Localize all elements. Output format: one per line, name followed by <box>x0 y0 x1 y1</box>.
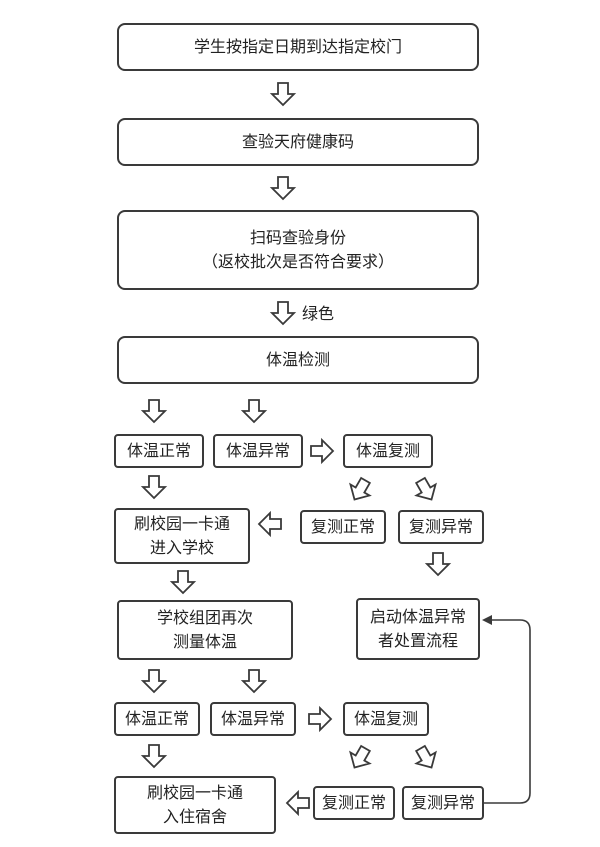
card-enter-dorm: 刷校园一卡通 入住宿舍 <box>114 776 276 834</box>
arrow-left-card-1 <box>258 512 282 536</box>
green-label: 绿色 <box>302 304 335 323</box>
step-scan-identity-line2: （返校批次是否符合要求） <box>201 252 394 271</box>
arrow-down-normal-1 <box>142 399 166 423</box>
step-arrive-gate: 学生按指定日期到达指定校门 <box>117 23 479 71</box>
temp-abnormal-1: 体温异常 <box>213 434 303 468</box>
arrow-down-group <box>171 570 195 594</box>
retest-normal-1: 复测正常 <box>300 510 386 544</box>
arrow-diag-retest-normal-1 <box>344 474 376 506</box>
feedback-connector <box>482 615 531 804</box>
card-enter-dorm-line2: 入住宿舍 <box>162 807 227 826</box>
group-retest: 学校组团再次 测量体温 <box>117 600 293 660</box>
arrow-down-card-1 <box>142 475 166 499</box>
arrow-diag-retest-abnormal-1 <box>410 474 442 506</box>
retest-normal-1-label: 复测正常 <box>310 517 375 536</box>
arrow-diag-retest-normal-2 <box>344 742 376 774</box>
arrow-down-normal-2 <box>142 669 166 693</box>
arrow-down-start-process <box>426 552 450 576</box>
step-temp-check: 体温检测 <box>117 336 479 384</box>
card-enter-school-line2: 进入学校 <box>149 538 214 557</box>
step-health-code-label: 查验天府健康码 <box>241 132 354 151</box>
temp-abnormal-2: 体温异常 <box>210 702 296 736</box>
start-abnormal-process-line1: 启动体温异常 <box>369 607 466 626</box>
step-health-code: 查验天府健康码 <box>117 118 479 166</box>
arrow-right-retest-1 <box>310 439 334 463</box>
arrow-down-2 <box>271 176 295 200</box>
start-abnormal-process-line2: 者处置流程 <box>377 631 458 650</box>
arrow-diag-retest-abnormal-2 <box>410 742 442 774</box>
step-temp-check-label: 体温检测 <box>265 350 330 369</box>
arrow-right-retest-2 <box>308 707 332 731</box>
arrow-down-abnormal-1 <box>242 399 266 423</box>
retest-2: 体温复测 <box>343 702 429 736</box>
temp-abnormal-2-label: 体温异常 <box>220 709 285 728</box>
group-retest-line1: 学校组团再次 <box>156 608 253 627</box>
arrow-down-1 <box>271 82 295 106</box>
arrow-down-card-2 <box>142 744 166 768</box>
retest-abnormal-1: 复测异常 <box>398 510 484 544</box>
retest-2-label: 体温复测 <box>353 709 418 728</box>
temp-normal-2: 体温正常 <box>114 702 200 736</box>
arrow-left-card-2 <box>286 791 310 815</box>
card-enter-dorm-line1: 刷校园一卡通 <box>146 783 243 802</box>
card-enter-school: 刷校园一卡通 进入学校 <box>114 508 250 564</box>
temp-abnormal-1-label: 体温异常 <box>225 441 290 460</box>
step-scan-identity-line1: 扫码查验身份 <box>249 228 346 247</box>
temp-normal-2-label: 体温正常 <box>124 709 189 728</box>
group-retest-line2: 测量体温 <box>172 632 237 651</box>
retest-normal-2: 复测正常 <box>313 786 395 820</box>
arrow-down-green <box>271 301 295 325</box>
arrow-down-abnormal-2 <box>242 669 266 693</box>
retest-abnormal-2: 复测异常 <box>402 786 484 820</box>
temp-normal-1-label: 体温正常 <box>126 441 191 460</box>
retest-abnormal-2-label: 复测异常 <box>410 793 475 812</box>
retest-normal-2-label: 复测正常 <box>321 793 386 812</box>
start-abnormal-process: 启动体温异常 者处置流程 <box>356 598 480 660</box>
step-scan-identity: 扫码查验身份 （返校批次是否符合要求） <box>117 210 479 290</box>
retest-1-label: 体温复测 <box>355 441 420 460</box>
step-arrive-gate-label: 学生按指定日期到达指定校门 <box>193 37 402 56</box>
retest-1: 体温复测 <box>343 434 433 468</box>
retest-abnormal-1-label: 复测异常 <box>408 517 473 536</box>
temp-normal-1: 体温正常 <box>114 434 204 468</box>
card-enter-school-line1: 刷校园一卡通 <box>133 514 230 533</box>
